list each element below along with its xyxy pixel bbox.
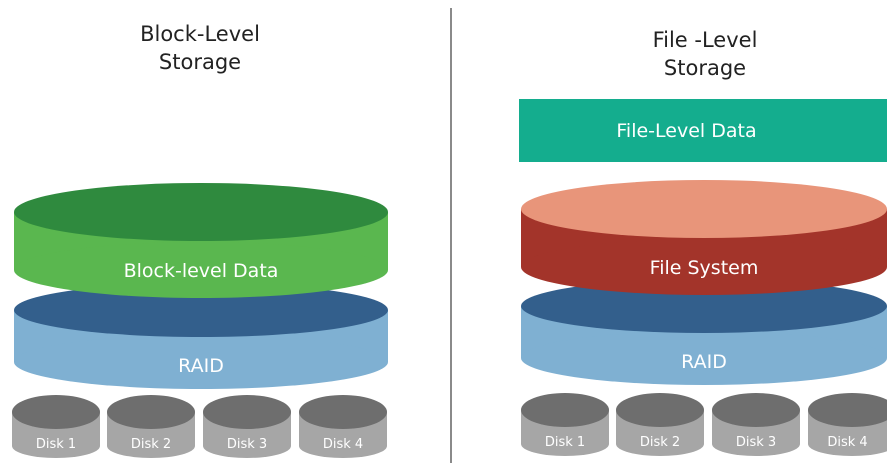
left-disk-4	[299, 395, 387, 458]
right-disk-label: Disk 4	[827, 435, 868, 450]
block-level-title: Block-Level Storage	[140, 22, 260, 74]
right-raid-label: RAID	[681, 351, 727, 373]
left-raid-cylinder	[14, 283, 388, 389]
left-disk-label: Disk 2	[130, 437, 172, 452]
right-disk-1	[521, 393, 609, 456]
right-disk-3	[712, 393, 800, 456]
file-level-title: File -Level Storage	[652, 28, 758, 80]
left-raid-label: RAID	[178, 355, 224, 377]
right-disk-4	[808, 393, 887, 456]
left-block-data-cylinder	[14, 183, 388, 298]
right-disk-label: Disk 1	[544, 435, 586, 450]
panel-divider	[450, 8, 452, 463]
right-disk-2	[616, 393, 704, 456]
file-level-data-label: File-Level Data	[616, 120, 757, 142]
left-disk-1	[12, 395, 100, 458]
right-file-system-cylinder	[521, 180, 887, 295]
left-disk-label: Disk 1	[35, 437, 77, 452]
left-disk-label: Disk 3	[226, 437, 268, 452]
right-raid-cylinder	[521, 279, 887, 385]
left-disk-3	[203, 395, 291, 458]
file-level-data-box: File-Level Data	[519, 99, 887, 162]
block-level-data-label: Block-level Data	[123, 260, 279, 282]
right-disk-label: Disk 2	[639, 435, 681, 450]
file-system-label: File System	[649, 257, 759, 279]
left-disk-2	[107, 395, 195, 458]
left-disk-label: Disk 4	[322, 437, 364, 452]
right-disk-label: Disk 3	[735, 435, 777, 450]
